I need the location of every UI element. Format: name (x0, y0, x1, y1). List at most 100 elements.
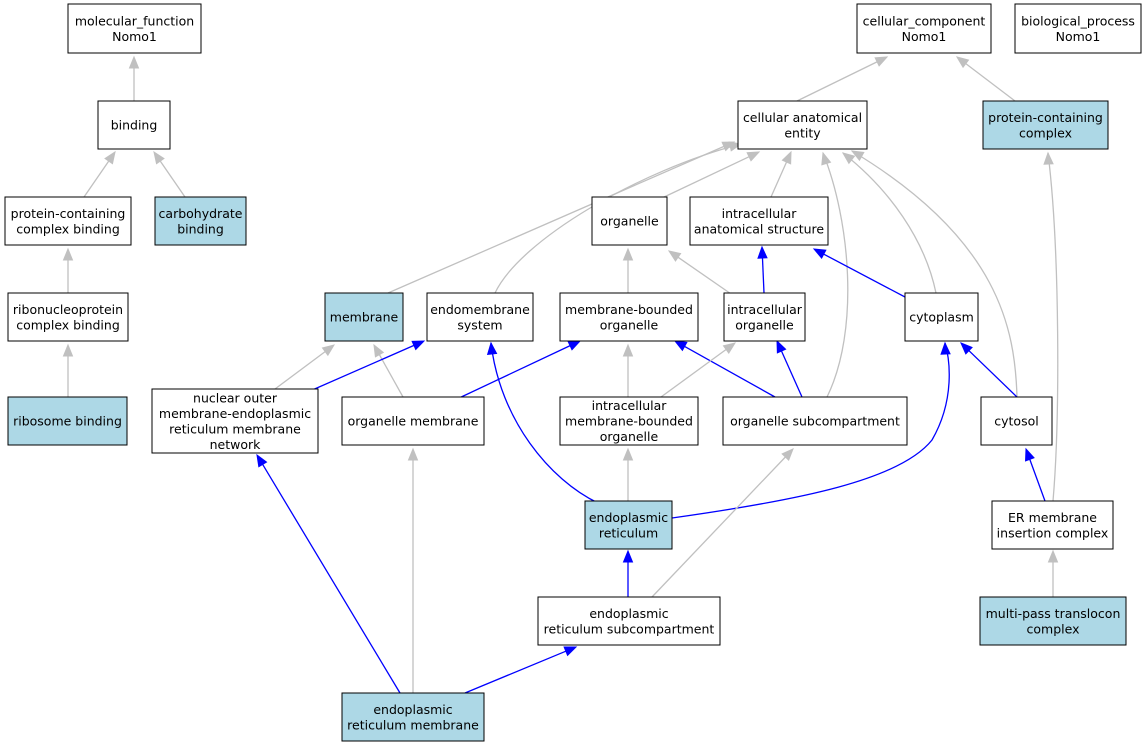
edge-arrowhead (622, 447, 634, 461)
edge-line (964, 62, 1016, 102)
node-box (537, 596, 721, 646)
edge-arrowhead (373, 343, 385, 358)
node-box (982, 100, 1109, 150)
node-box (991, 500, 1114, 550)
edge-cae-to-cc (796, 56, 889, 102)
node-label-line: protein-containing (988, 110, 1103, 125)
node-label-line: reticulum subcompartment (544, 621, 715, 636)
node-label-line: binding (111, 118, 158, 133)
node-box (67, 3, 202, 54)
node-box (979, 596, 1127, 646)
edge-line (464, 650, 568, 694)
edge-os-to-cae (821, 151, 849, 398)
edge-line (490, 342, 599, 504)
node-box (723, 292, 806, 342)
edge-arrowhead (757, 245, 768, 259)
edge-er-to-imbo (622, 447, 634, 501)
node-box (341, 692, 485, 742)
node-label-line: reticulum membrane (347, 717, 479, 732)
edge-arrowhead (62, 247, 74, 261)
edge-carb-to-binding (153, 150, 186, 198)
node-label-line: protein-containing (11, 206, 126, 221)
edge-arrowhead (104, 150, 116, 165)
node-box (1014, 3, 1142, 54)
node-label-line: network (210, 437, 262, 452)
node-box (97, 100, 171, 150)
edge-rcb-to-pcb (62, 247, 74, 293)
edge-line (851, 150, 1018, 398)
node-label-line: reticulum membrane (169, 421, 301, 436)
node-om[interactable]: organelle membrane (341, 396, 485, 446)
node-label-line: biological_process (1021, 13, 1135, 28)
node-label-line: membrane-endoplasmic (159, 406, 311, 421)
edge-cytoplasm-to-ias (812, 248, 906, 298)
node-box (856, 3, 992, 54)
node-organelle[interactable]: organelle (591, 196, 668, 246)
node-label-line: cytosol (994, 414, 1038, 429)
edge-io-to-ias (757, 245, 768, 294)
edge-line (761, 256, 765, 294)
edge-arrowhead (781, 448, 794, 461)
edge-line (822, 253, 906, 298)
edge-emc-to-pcc (1043, 151, 1059, 502)
edge-arrowhead (153, 150, 165, 165)
node-label-line: endoplasmic (373, 702, 452, 717)
edge-line (683, 345, 776, 398)
node-nomern[interactable]: nuclear outermembrane-endoplasmicreticul… (151, 388, 319, 454)
node-label-line: multi-pass translocon (986, 606, 1121, 621)
edge-arrowhead (955, 56, 970, 69)
node-label-line: organelle membrane (348, 414, 479, 429)
edge-arrowhead (1047, 549, 1059, 563)
edge-line (1028, 458, 1046, 502)
edge-binding-to-mf (128, 55, 140, 101)
edge-os-to-mbo (673, 340, 776, 398)
edge-line (796, 60, 879, 102)
node-membrane[interactable]: membrane (324, 292, 404, 342)
node-label-line: Nomo1 (902, 29, 947, 44)
node-binding[interactable]: binding (97, 100, 171, 150)
edge-ribo-to-rcb (62, 343, 74, 397)
node-label-line: endoplasmic (589, 606, 668, 621)
edge-arrowhead (776, 339, 787, 354)
node-os[interactable]: organelle subcompartment (722, 396, 908, 446)
edge-line (651, 455, 787, 598)
node-label-line: insertion complex (997, 525, 1109, 540)
node-box (591, 196, 668, 246)
edge-arrowhead (321, 344, 336, 357)
node-label-line: nuclear outer (193, 390, 278, 405)
edge-cytosol-to-cae (850, 150, 1018, 398)
edge-line (967, 349, 1018, 398)
node-cytoplasm[interactable]: cytoplasm (904, 292, 979, 342)
node-label-line: cytoplasm (909, 310, 974, 325)
node-box (722, 396, 908, 446)
edge-arrowhead (940, 341, 951, 355)
node-label-line: ribosome binding (13, 414, 122, 429)
edge-arrowhead (960, 342, 973, 355)
node-cytosol[interactable]: cytosol (980, 396, 1053, 446)
edge-arrowhead (874, 56, 889, 67)
node-label-line: Nomo1 (1056, 29, 1101, 44)
edge-os-to-io (776, 339, 803, 398)
node-label-line: complex binding (16, 317, 120, 332)
node-label-line: intracellular (727, 302, 803, 317)
edge-arrowhead (850, 150, 865, 162)
node-ribo[interactable]: ribosome binding (7, 396, 128, 446)
